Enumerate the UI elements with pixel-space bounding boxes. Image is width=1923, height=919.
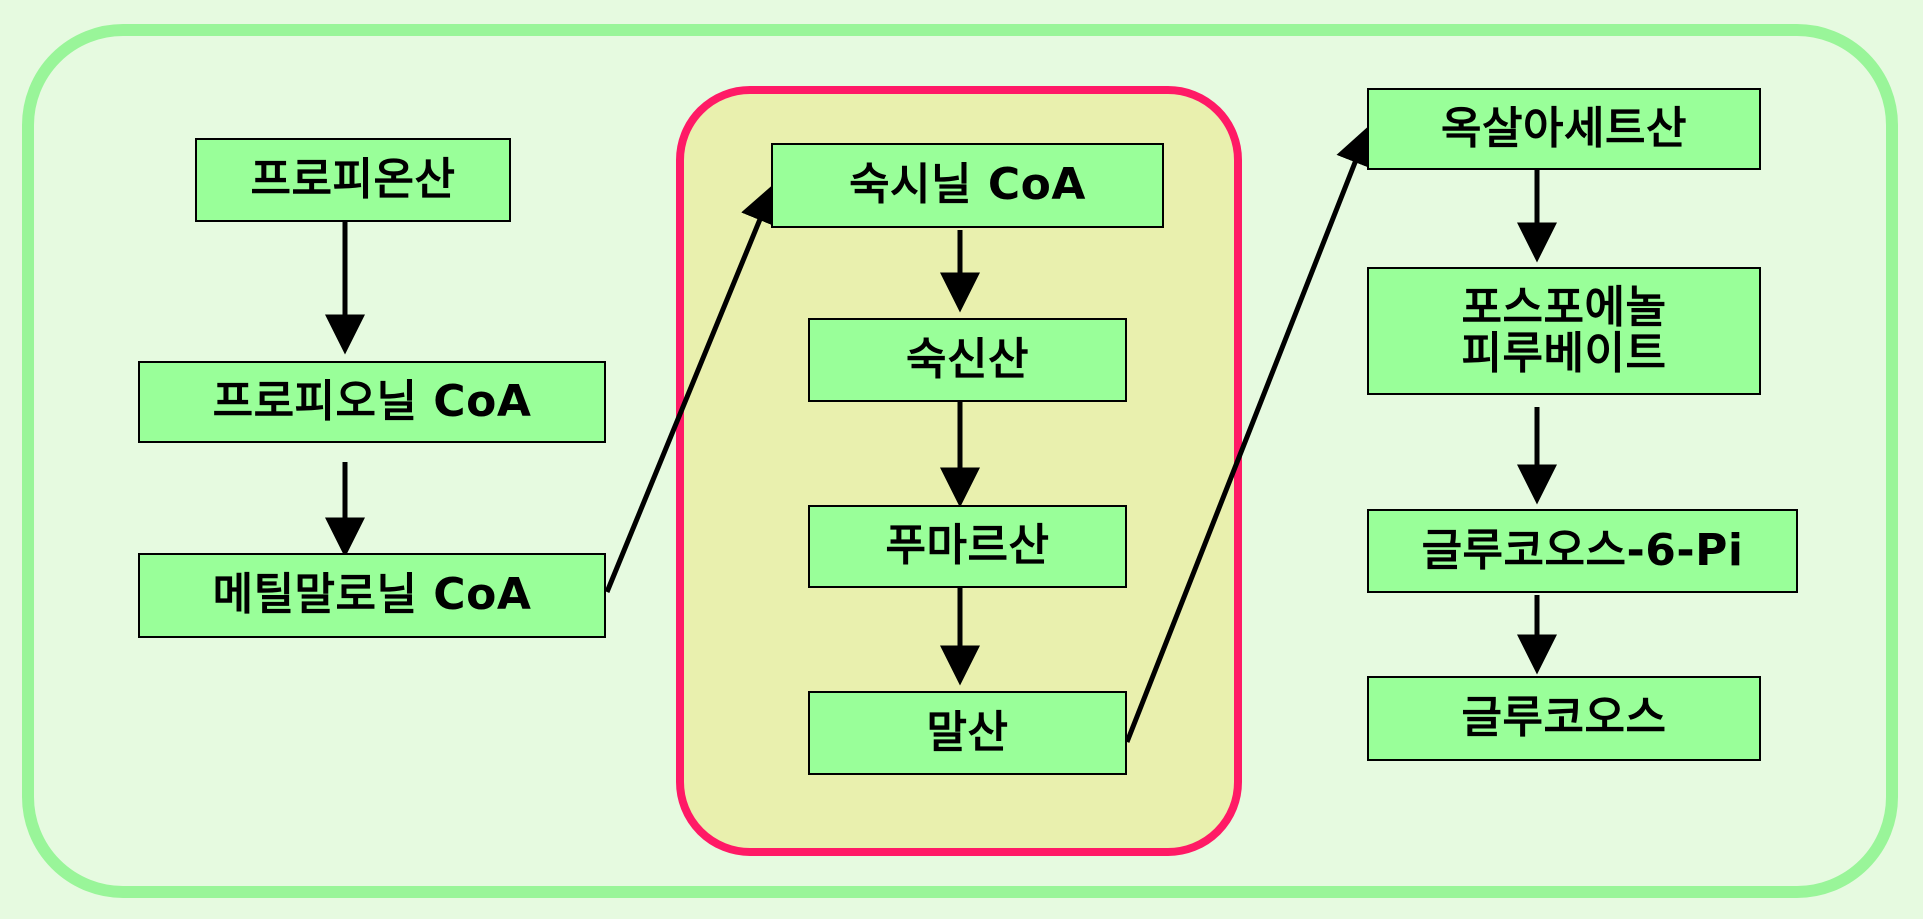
node-label-line2: 피루베이트 bbox=[1461, 328, 1667, 379]
node-oxaloacetic-acid: 옥살아세트산 bbox=[1367, 88, 1761, 170]
node-label: 말산 bbox=[926, 706, 1009, 758]
arrow-malic-to-oxaloacetic bbox=[1124, 125, 1374, 743]
node-malic-acid: 말산 bbox=[808, 691, 1127, 775]
node-label: 메틸말로닐 CoA bbox=[212, 569, 532, 621]
node-glucose-6-phosphate: 글루코오스-6-Pi bbox=[1367, 509, 1798, 593]
node-label: 숙시닐 CoA bbox=[849, 159, 1086, 211]
node-succinic-acid: 숙신산 bbox=[808, 318, 1127, 402]
node-succinyl-coa: 숙시닐 CoA bbox=[771, 143, 1164, 228]
node-phosphoenolpyruvate: 포스포에놀 피루베이트 bbox=[1367, 267, 1761, 395]
node-methylmalonyl-coa: 메틸말로닐 CoA bbox=[138, 553, 606, 638]
node-glucose: 글루코오스 bbox=[1367, 676, 1761, 761]
node-label-line1: 포스포에놀 bbox=[1461, 281, 1667, 333]
node-label: 푸마르산 bbox=[885, 520, 1050, 572]
node-propionyl-coa: 프로피오닐 CoA bbox=[138, 361, 606, 443]
node-propionic-acid: 프로피온산 bbox=[195, 138, 511, 222]
node-label: 글루코오스-6-Pi bbox=[1421, 524, 1744, 576]
node-label: 글루코오스 bbox=[1461, 692, 1667, 744]
node-label: 숙신산 bbox=[906, 333, 1029, 385]
arrow-methylmalonyl-to-succinyl bbox=[604, 183, 779, 593]
node-fumaric-acid: 푸마르산 bbox=[808, 505, 1127, 588]
node-label: 프로피온산 bbox=[250, 153, 456, 205]
node-label: 옥살아세트산 bbox=[1441, 102, 1687, 154]
node-label: 프로피오닐 CoA bbox=[212, 375, 532, 427]
